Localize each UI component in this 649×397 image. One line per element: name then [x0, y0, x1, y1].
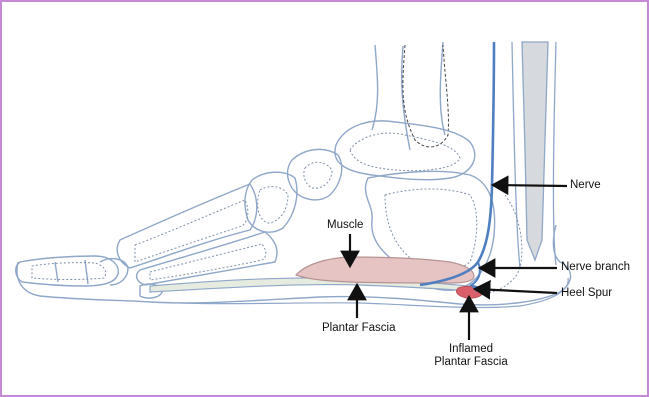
- label-nerve-branch: Nerve branch: [561, 261, 630, 274]
- nerve-arrow: [493, 185, 567, 186]
- cuneiform-dotted: [258, 187, 288, 223]
- label-plantar-fascia: Plantar Fascia: [322, 322, 396, 335]
- label-muscle: Muscle: [327, 219, 363, 232]
- label-inflamed-line1: Inflamed: [428, 343, 514, 356]
- label-heel-spur: Heel Spur: [561, 287, 612, 300]
- nerve-path: [420, 42, 494, 285]
- talus-bone: [335, 121, 475, 180]
- achilles-tendon: [512, 42, 556, 268]
- toe-dotted: [32, 263, 106, 280]
- label-nerve: Nerve: [570, 179, 601, 192]
- label-inflamed-line2: Plantar Fascia: [428, 356, 514, 369]
- navicular-dotted: [304, 162, 332, 188]
- navicular-bone: [288, 149, 342, 199]
- metatarsal-bones: [117, 184, 277, 285]
- talus-dotted: [350, 133, 460, 171]
- label-inflamed-plantar-fascia: Inflamed Plantar Fascia: [428, 343, 514, 369]
- heel-spur-arrow: [475, 289, 557, 293]
